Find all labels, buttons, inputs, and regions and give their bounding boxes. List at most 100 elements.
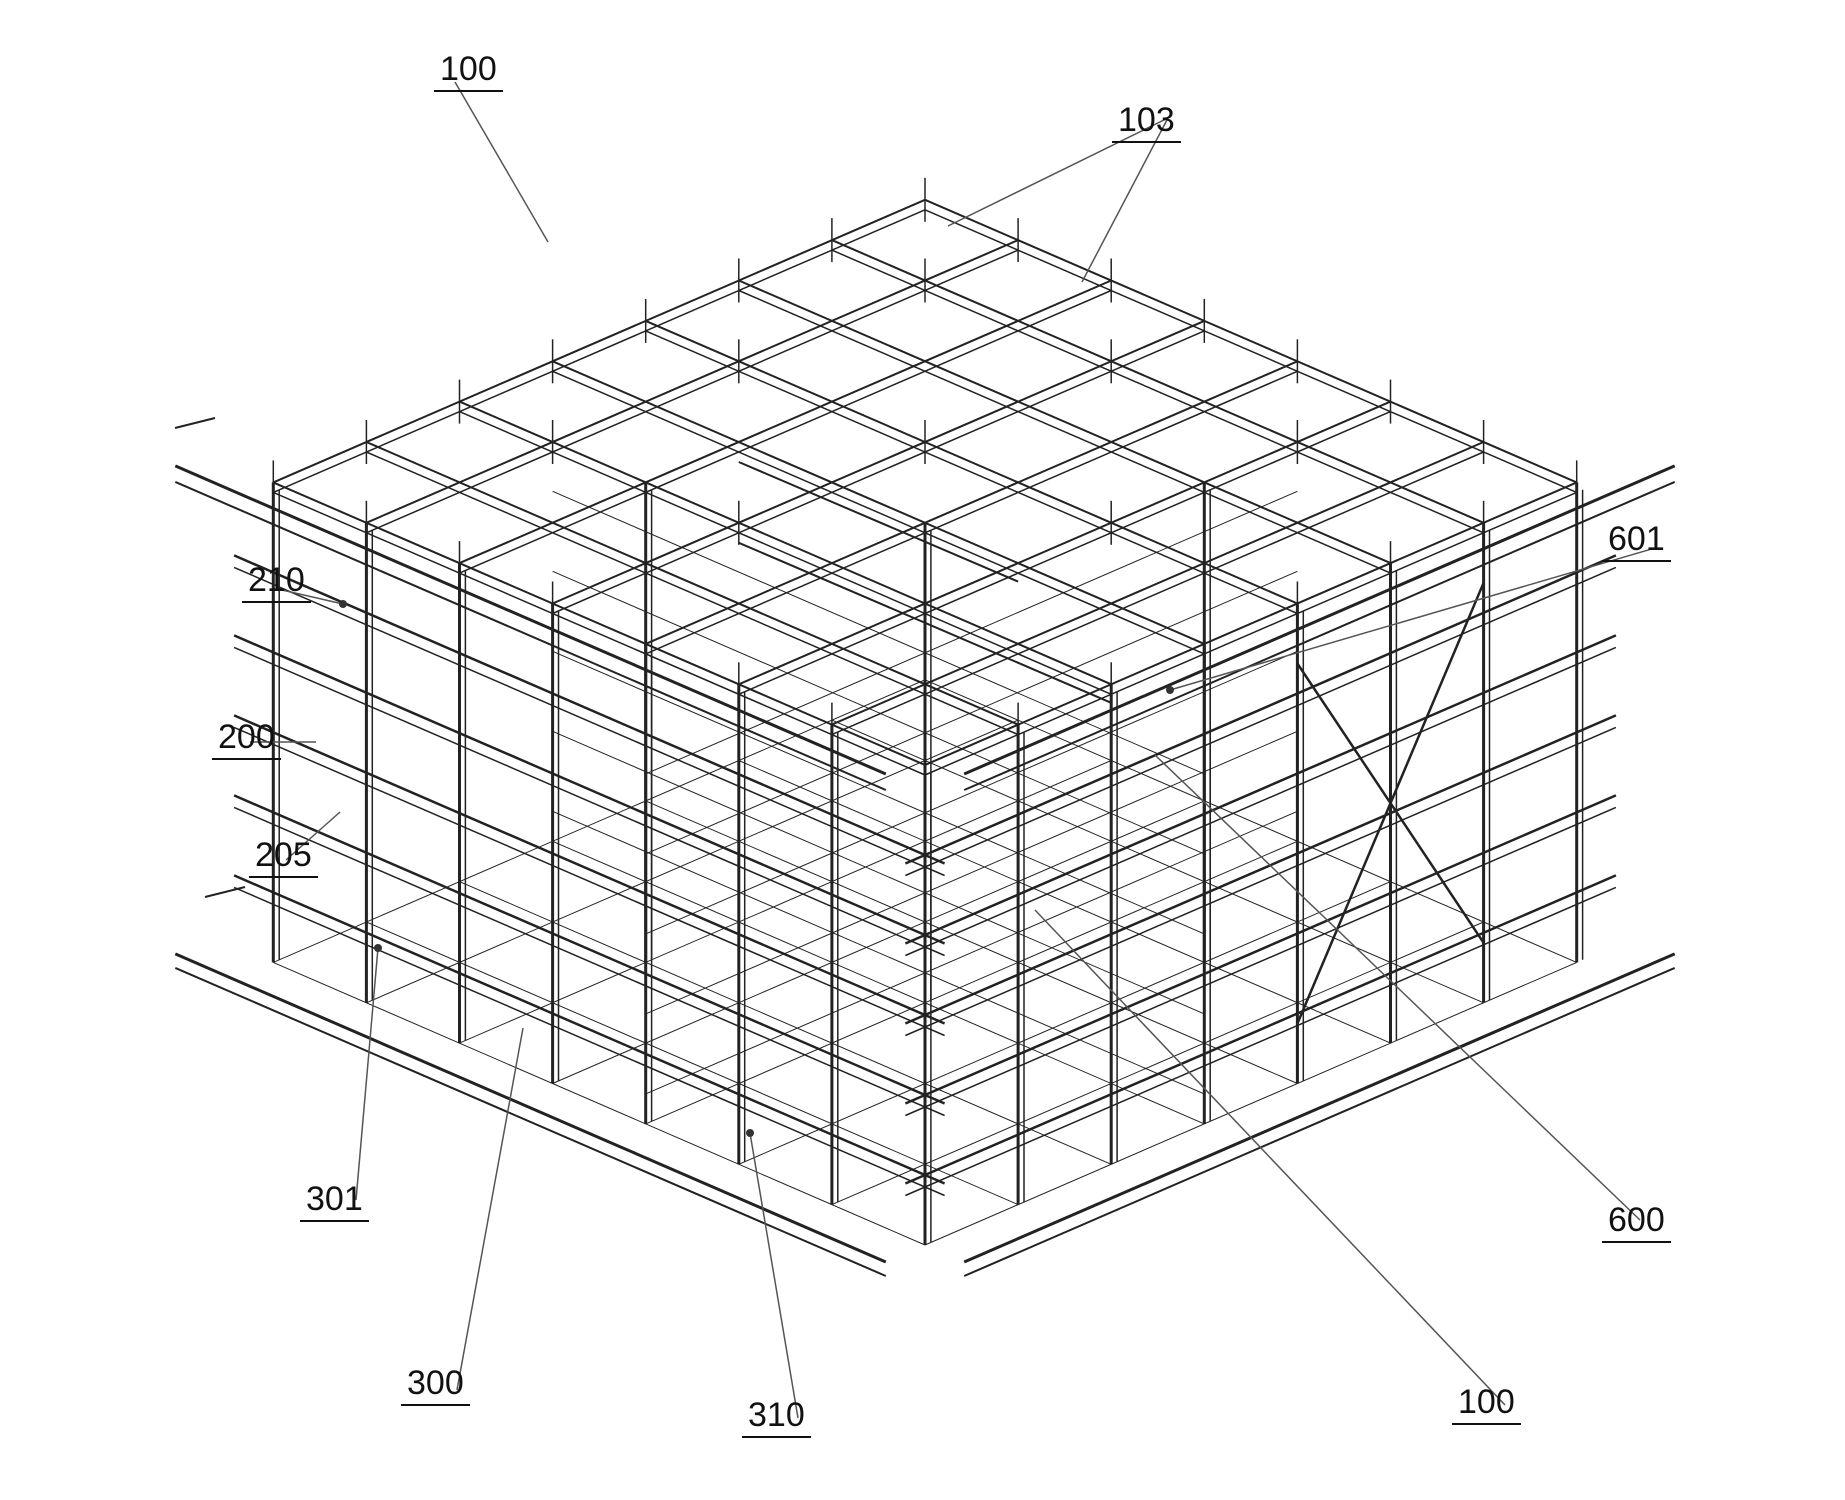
horizontal-waler — [233, 806, 945, 1117]
bottom-grid — [273, 961, 926, 1246]
ref-300: 300 — [401, 1364, 470, 1406]
bottom-grid — [645, 840, 1298, 1125]
interior-ledger — [645, 490, 1298, 775]
top-deck-beam — [831, 249, 1484, 534]
interior-ledger — [552, 490, 1205, 775]
bottom-grid — [738, 881, 1391, 1165]
horizontal-waler — [905, 726, 1617, 1037]
scaffold-structure — [174, 177, 1676, 1277]
top-deck-beam — [552, 330, 1205, 615]
top-deck-beam — [831, 239, 1484, 524]
top-deck-beam — [738, 410, 1391, 695]
bottom-ring-beam — [963, 966, 1676, 1277]
horizontal-waler — [233, 794, 946, 1105]
leader-dot — [1166, 686, 1174, 694]
top-edge-beam — [174, 464, 887, 776]
leader-line — [749, 1132, 799, 1419]
interior-ledger — [645, 730, 1298, 1015]
leader-line — [1081, 117, 1169, 283]
top-deck-beam — [924, 198, 1578, 484]
leader-dot — [374, 944, 382, 952]
top-deck-beam — [924, 209, 1577, 494]
bottom-grid — [924, 961, 1577, 1246]
bottom-ring-beam — [174, 966, 887, 1277]
top-deck-beam — [738, 289, 1391, 574]
ref-301: 301 — [300, 1180, 369, 1222]
horizontal-waler — [905, 806, 1617, 1117]
bottom-grid — [459, 760, 1112, 1044]
leader-lines — [250, 81, 1656, 1419]
ref-210: 210 — [242, 561, 311, 603]
leader-line — [1154, 754, 1641, 1221]
tie-rod — [738, 461, 1019, 583]
ref-200: 200 — [212, 718, 281, 760]
horizontal-waler — [233, 886, 945, 1197]
leader-line — [285, 811, 341, 861]
horizontal-waler — [233, 554, 946, 865]
bottom-grid — [366, 719, 1019, 1004]
bottom-ring-beam — [963, 952, 1676, 1264]
tie-rod — [738, 541, 1112, 704]
tie-rod-end — [204, 886, 246, 898]
top-deck-beam — [366, 249, 1019, 534]
horizontal-waler — [905, 566, 1617, 877]
bottom-grid — [645, 800, 1298, 1084]
interior-ledger — [552, 650, 1205, 935]
top-deck-beam — [272, 198, 926, 484]
interior-ledger — [552, 570, 1205, 855]
ref-310: 310 — [742, 1396, 811, 1438]
ref-600: 600 — [1602, 1201, 1671, 1243]
top-edge-beam — [174, 480, 887, 791]
top-edge-beam — [963, 464, 1676, 776]
top-edge-beam — [963, 480, 1676, 791]
bottom-grid — [366, 921, 1019, 1206]
leader-line — [355, 947, 379, 1201]
ref-100-top: 100 — [434, 50, 503, 92]
top-deck-beam — [924, 491, 1577, 776]
ref-100-bottom: 100 — [1452, 1383, 1521, 1425]
horizontal-waler — [233, 566, 945, 877]
horizontal-waler — [904, 794, 1617, 1105]
horizontal-waler — [233, 646, 945, 957]
bottom-grid — [552, 840, 1205, 1125]
horizontal-waler — [904, 634, 1617, 945]
top-deck-beam — [645, 360, 1298, 645]
interior-ledger — [645, 810, 1298, 1095]
top-deck-beam — [552, 319, 1205, 605]
bottom-grid — [831, 921, 1484, 1206]
top-deck-beam — [738, 279, 1391, 565]
leader-line — [456, 1027, 524, 1391]
horizontal-waler — [233, 714, 946, 1025]
interior-ledger — [645, 650, 1298, 935]
top-deck-beam — [459, 289, 1112, 574]
bottom-grid — [831, 719, 1484, 1004]
ref-103: 103 — [1112, 101, 1181, 143]
interior-ledger — [552, 810, 1205, 1095]
bottom-ring-beam — [174, 952, 887, 1264]
horizontal-waler — [904, 554, 1617, 865]
top-deck-beam — [366, 441, 1019, 726]
top-deck-beam — [459, 400, 1112, 686]
top-deck-beam — [645, 319, 1298, 605]
bottom-grid — [273, 679, 926, 963]
leader-line — [1169, 547, 1656, 691]
cross-brace — [1296, 582, 1485, 1024]
horizontal-waler — [904, 874, 1617, 1185]
horizontal-waler — [233, 874, 946, 1185]
top-deck-beam — [552, 360, 1205, 645]
bottom-grid — [924, 679, 1577, 963]
top-deck-beam — [459, 279, 1112, 565]
horizontal-waler — [904, 714, 1617, 1025]
top-deck-beam — [366, 451, 1019, 736]
top-deck-beam — [273, 491, 926, 776]
top-deck-beam — [645, 330, 1298, 615]
leader-dot — [339, 600, 347, 608]
bottom-grid — [459, 881, 1112, 1165]
horizontal-waler — [233, 726, 945, 1037]
interior-ledger — [552, 730, 1205, 1015]
top-deck-beam — [273, 209, 926, 494]
top-deck-beam — [272, 481, 926, 766]
ref-601: 601 — [1602, 520, 1671, 562]
leader-line — [947, 117, 1169, 227]
